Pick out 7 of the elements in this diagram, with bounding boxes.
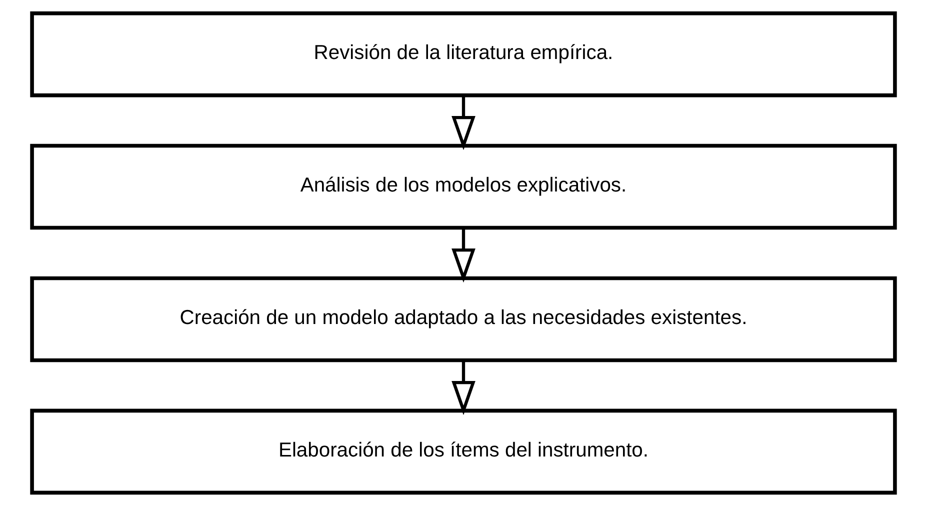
arrow [451,360,475,416]
node-box: Análisis de los modelos explicativos. [30,144,896,230]
arrow [451,96,475,150]
node-box: Creación de un modelo adaptado a las necesidades existentes. [30,276,896,362]
node-box: Revisión de la literatura empírica. [30,11,896,98]
arrow [451,228,475,283]
node-box: Elaboración de los ítems del instrumento. [30,408,896,495]
